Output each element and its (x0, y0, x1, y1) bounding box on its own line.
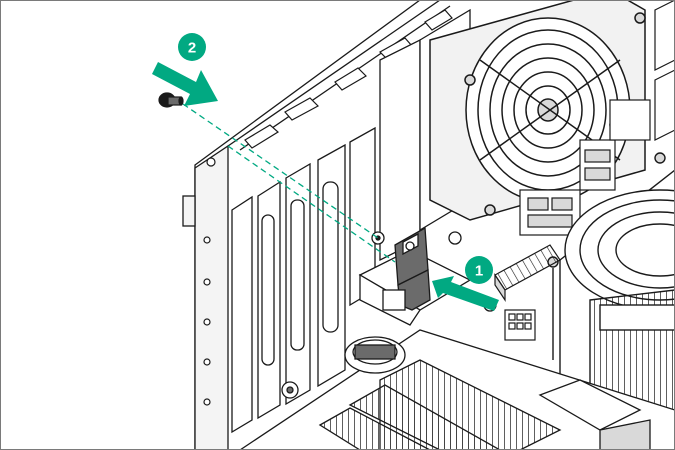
callout-2-arrow (152, 62, 218, 106)
rear-io-ports (519, 99, 651, 236)
rear-panel-holes (203, 157, 216, 406)
cpu-cooler (547, 152, 675, 450)
alignment-guide-lines (182, 103, 396, 263)
motherboard-pcie-slots (238, 329, 675, 450)
vrm-heatsink (494, 244, 561, 302)
chassis-top-tabs (244, 9, 453, 149)
cable-bracket (358, 226, 497, 326)
chassis-side-ribs (654, 0, 675, 141)
pcie-slot-covers (231, 126, 376, 434)
callout-2-badge: 2 (178, 33, 206, 61)
thumbscrew (158, 92, 184, 108)
system-battery (344, 336, 406, 374)
callout-1-label: 1 (475, 263, 483, 280)
power-connector (504, 309, 536, 341)
callout-2-label: 2 (188, 40, 196, 57)
callout-1-arrow (432, 276, 499, 311)
callout-1-badge: 1 (465, 256, 493, 284)
